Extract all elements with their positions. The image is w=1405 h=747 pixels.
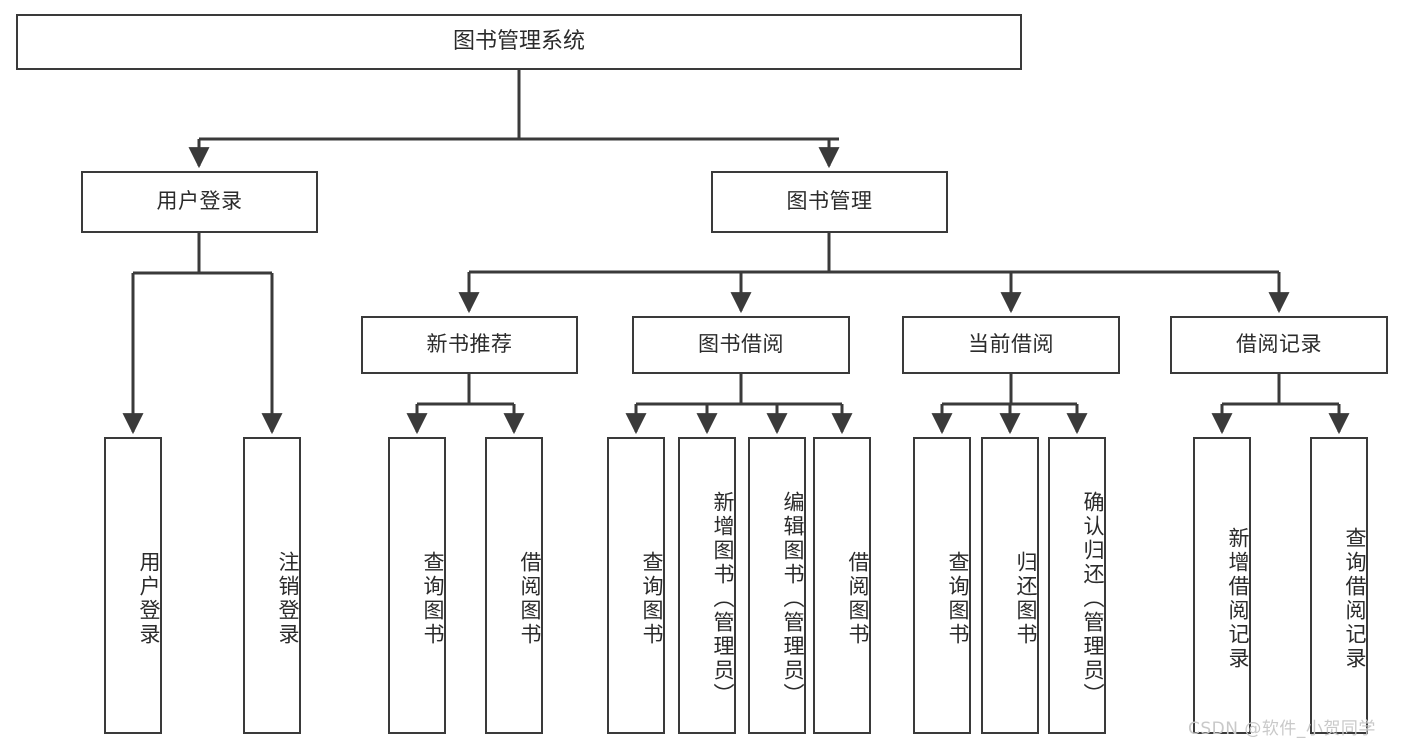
node-current-borrow[interactable]: 当前借阅 [902,316,1120,374]
node-leaf-query-book-2[interactable]: 查询图书 [607,437,665,734]
node-root-label: 图书管理系统 [452,28,585,54]
node-leaf-add-record[interactable]: 新增借阅记录 [1193,437,1251,734]
node-book-manage-label: 图书管理 [786,189,873,214]
node-leaf-add-book[interactable]: 新增图书（管理员） [678,437,736,734]
node-user-login[interactable]: 用户登录 [81,171,318,233]
node-leaf-confirm-return-label: 确认归还（管理员） [1081,490,1105,707]
node-leaf-query-book-1[interactable]: 查询图书 [388,437,446,734]
node-leaf-add-book-label: 新增图书（管理员） [711,490,735,707]
node-leaf-user-login[interactable]: 用户登录 [104,437,162,734]
node-new-book-rec-label: 新书推荐 [426,332,513,357]
node-borrow-record-label: 借阅记录 [1236,332,1322,357]
node-leaf-confirm-return[interactable]: 确认归还（管理员） [1048,437,1106,734]
node-book-borrow[interactable]: 图书借阅 [632,316,850,374]
node-leaf-user-login-label: 用户登录 [137,550,161,647]
node-book-manage[interactable]: 图书管理 [711,171,948,233]
node-book-borrow-label: 图书借阅 [698,332,784,357]
node-leaf-user-logout[interactable]: 注销登录 [243,437,301,734]
node-leaf-borrow-book-2[interactable]: 借阅图书 [813,437,871,734]
node-leaf-borrow-book-1-label: 借阅图书 [518,550,542,647]
node-leaf-edit-book-label: 编辑图书（管理员） [781,490,805,707]
watermark: CSDN @软件_小贺同学 [1188,719,1376,739]
node-leaf-add-record-label: 新增借阅记录 [1226,526,1250,671]
node-leaf-query-book-3-label: 查询图书 [946,550,970,647]
node-leaf-return-book-label: 归还图书 [1014,550,1038,647]
node-leaf-query-book-1-label: 查询图书 [421,550,445,647]
node-leaf-query-record-label: 查询借阅记录 [1343,526,1367,671]
node-new-book-rec[interactable]: 新书推荐 [361,316,578,374]
node-leaf-edit-book[interactable]: 编辑图书（管理员） [748,437,806,734]
node-leaf-query-book-3[interactable]: 查询图书 [913,437,971,734]
node-root[interactable]: 图书管理系统 [16,14,1022,70]
node-current-borrow-label: 当前借阅 [968,332,1054,357]
node-leaf-query-record[interactable]: 查询借阅记录 [1310,437,1368,734]
node-leaf-borrow-book-2-label: 借阅图书 [846,550,870,647]
node-leaf-return-book[interactable]: 归还图书 [981,437,1039,734]
node-borrow-record[interactable]: 借阅记录 [1170,316,1388,374]
node-leaf-query-book-2-label: 查询图书 [640,550,664,647]
node-user-login-label: 用户登录 [156,189,243,214]
node-leaf-borrow-book-1[interactable]: 借阅图书 [485,437,543,734]
node-leaf-user-logout-label: 注销登录 [276,550,300,647]
